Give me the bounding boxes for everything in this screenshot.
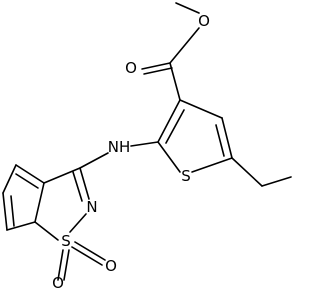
bond-s-c5 <box>191 157 233 173</box>
atom-thiophene-sulfur: S <box>181 167 191 185</box>
bond-c3a-c4-inner <box>15 173 39 189</box>
atom-sulfonyl-sulfur: S <box>61 232 71 250</box>
bond-c6-c7 <box>6 221 36 231</box>
bond-c3b-n <box>79 167 90 200</box>
atom-carbonyl-oxygen: O <box>125 59 137 77</box>
bond-n-s <box>69 213 87 233</box>
structure-canvas: O O NH S N S O O <box>2 2 292 292</box>
bond-c2-nh <box>130 141 159 147</box>
bond-c3a-c7a <box>34 182 45 223</box>
bond-c5b-c6 <box>2 192 8 231</box>
bond-s-o-left <box>57 249 64 281</box>
bond-c2-c3 <box>157 99 181 143</box>
bond-carbonyl-c3 <box>169 62 181 101</box>
bond-c3a-c4 <box>15 164 45 184</box>
atom-isothiazole-nitrogen: N <box>86 198 97 216</box>
bond-c5b-c6-inner <box>10 195 15 227</box>
bond-c2-c3-inner <box>165 109 185 144</box>
bond-s-o-left-double <box>63 249 70 281</box>
bond-ch2-ch3 <box>261 176 292 187</box>
atom-sulfonyl-oxygen-right: O <box>105 257 117 275</box>
bond-c5-ch2 <box>231 157 263 187</box>
bond-s-o-right-double <box>74 241 106 261</box>
bond-c3b-c3a <box>43 167 81 184</box>
bond-carbonyl-double-b <box>143 67 173 75</box>
bond-c3-c4 <box>179 99 223 119</box>
bond-c2-s <box>157 141 181 173</box>
bond-nh-c3b <box>79 152 109 169</box>
bond-s-c7a <box>34 221 59 241</box>
atom-amine: NH <box>108 138 131 156</box>
bond-c3b-n-inner <box>72 171 83 202</box>
bond-s-o-right <box>71 246 103 266</box>
bond-o-carbonyl-c <box>169 27 200 64</box>
atom-sulfonyl-oxygen-left: O <box>52 274 64 292</box>
atom-ester-oxygen: O <box>198 12 210 30</box>
bond-c4-c5-inner <box>215 124 225 157</box>
bond-methyl-o <box>175 2 200 14</box>
bond-c4-c5b <box>2 164 17 194</box>
chemical-structure: O O NH S N S O O <box>2 2 292 292</box>
bond-c4-c5 <box>221 117 233 159</box>
bond-carbonyl-double-a <box>141 62 171 70</box>
